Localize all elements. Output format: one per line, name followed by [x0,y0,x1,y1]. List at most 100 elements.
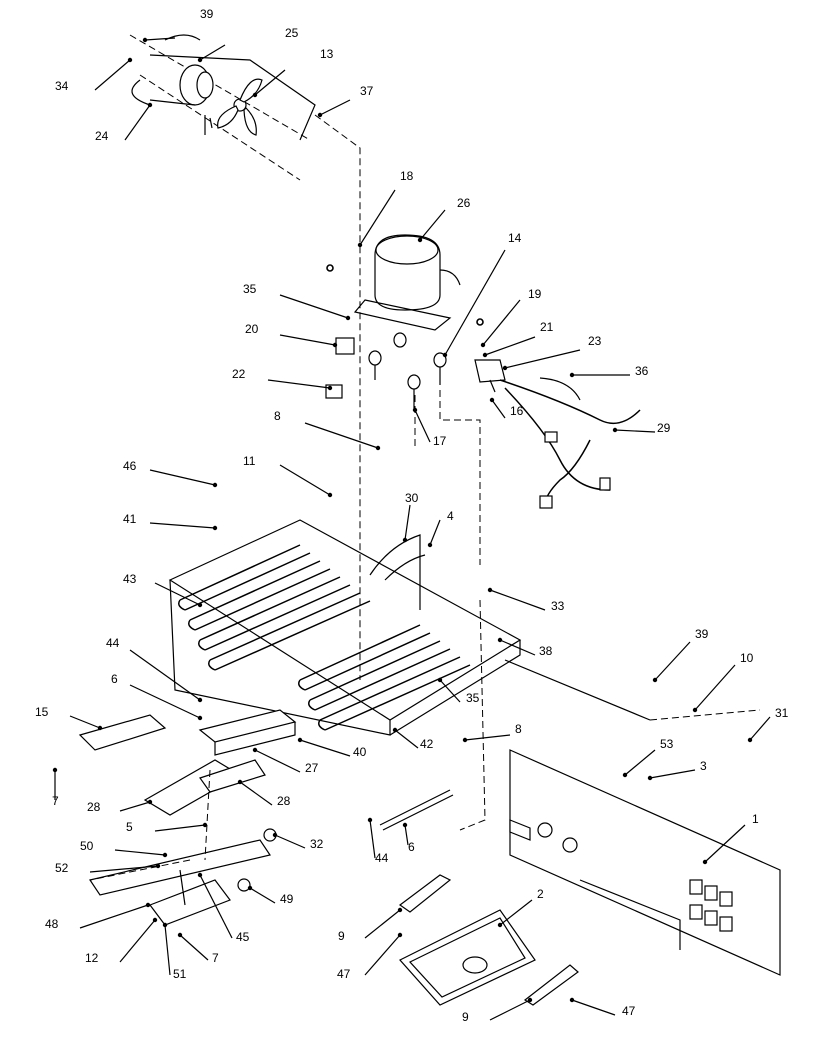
leader-line [254,749,301,773]
leader-endpoint [569,997,575,1003]
leader-line [704,824,746,863]
leader-line [499,639,536,656]
leader-line [369,819,376,859]
callout-number-31: 31 [775,706,789,720]
leader-endpoint [197,697,203,703]
callout-number-6: 6 [408,840,415,854]
leader-endpoint [237,779,243,785]
leader-line [491,399,506,419]
leader-line [624,749,656,776]
leader-line [239,781,273,806]
callout-number-28: 28 [277,794,291,808]
leader-endpoint [397,932,403,938]
leader-line [274,834,306,849]
leader-endpoint [622,772,628,778]
lower-bracket-assembly [89,828,277,926]
leader-endpoint [317,112,323,118]
leader-endpoint [327,492,333,498]
condenser-coil-left [178,544,371,671]
callout-number-35: 35 [243,282,257,296]
leader-line [482,299,521,346]
leader-endpoint [612,427,618,433]
leader-endpoint [155,863,161,869]
leader-line [154,582,201,606]
leader-endpoint [702,859,708,865]
callout-number-23: 23 [588,334,602,348]
leader-endpoint [357,242,363,248]
leader-line [149,469,216,486]
leader-endpoint [569,372,575,378]
leader-line [144,37,176,41]
leader-endpoint [52,767,58,773]
leader-line [267,379,331,389]
condenser-fan-motor-assembly [129,34,316,181]
leader-endpoint [437,677,443,683]
leader-line [439,679,461,703]
relay-bracket [474,359,506,393]
callout-number-25: 25 [285,26,299,40]
callout-number-19: 19 [528,287,542,301]
leader-line [464,734,511,741]
leader-endpoint [127,57,133,63]
drain-pan-brackets [398,874,579,1006]
compressor-grommets [368,332,447,410]
leader-line [249,887,276,904]
callout-number-3: 3 [700,759,707,773]
leader-line [279,334,336,346]
callout-number-17: 17 [433,434,447,448]
leader-line [419,209,446,241]
leader-endpoint [427,542,433,548]
bottom-toe-grille [509,749,781,976]
leader-line [89,865,159,873]
leader-line [129,684,201,719]
leader-line [499,899,533,926]
compressor [326,234,484,331]
leader-endpoint [497,637,503,643]
leader-line [199,874,233,939]
callout-number-35: 35 [466,691,480,705]
leader-line [749,716,771,741]
callout-number-50: 50 [80,839,94,853]
fan-blade [217,78,263,136]
callout-number-30: 30 [405,491,419,505]
leader-line [489,589,546,611]
leader-line [484,336,536,356]
callout-number-40: 40 [353,745,367,759]
leader-endpoint [489,397,495,403]
leader-endpoint [197,602,203,608]
leader-endpoint [482,352,488,358]
callout-number-53: 53 [660,737,674,751]
leader-endpoint [392,727,398,733]
callout-number-44: 44 [375,851,389,865]
callout-number-22: 22 [232,367,246,381]
leader-endpoint [177,932,183,938]
leader-endpoint [402,537,408,543]
callout-number-38: 38 [539,644,553,658]
leader-line [279,464,331,496]
leader-endpoint [197,715,203,721]
callout-number-49: 49 [280,892,294,906]
callout-number-9: 9 [338,929,345,943]
leader-endpoint [272,832,278,838]
leader-line [654,641,691,681]
leader-endpoint [247,885,253,891]
leader-endpoint [252,92,258,98]
leader-endpoint [647,775,653,781]
callout-number-21: 21 [540,320,554,334]
callout-number-41: 41 [123,512,137,526]
leader-line [359,189,396,246]
leader-line [119,919,156,963]
callout-number-12: 12 [85,951,99,965]
leader-line [304,422,379,449]
callout-number-5: 5 [126,820,133,834]
callout-number-7: 7 [212,951,219,965]
callout-number-1: 1 [752,812,759,826]
callout-number-16: 16 [510,404,524,418]
leader-endpoint [442,352,448,358]
leader-line [404,504,411,541]
leader-endpoint [142,37,148,43]
callout-number-7: 7 [52,794,59,808]
leader-line [129,649,201,701]
condenser-tube-right [504,659,761,721]
